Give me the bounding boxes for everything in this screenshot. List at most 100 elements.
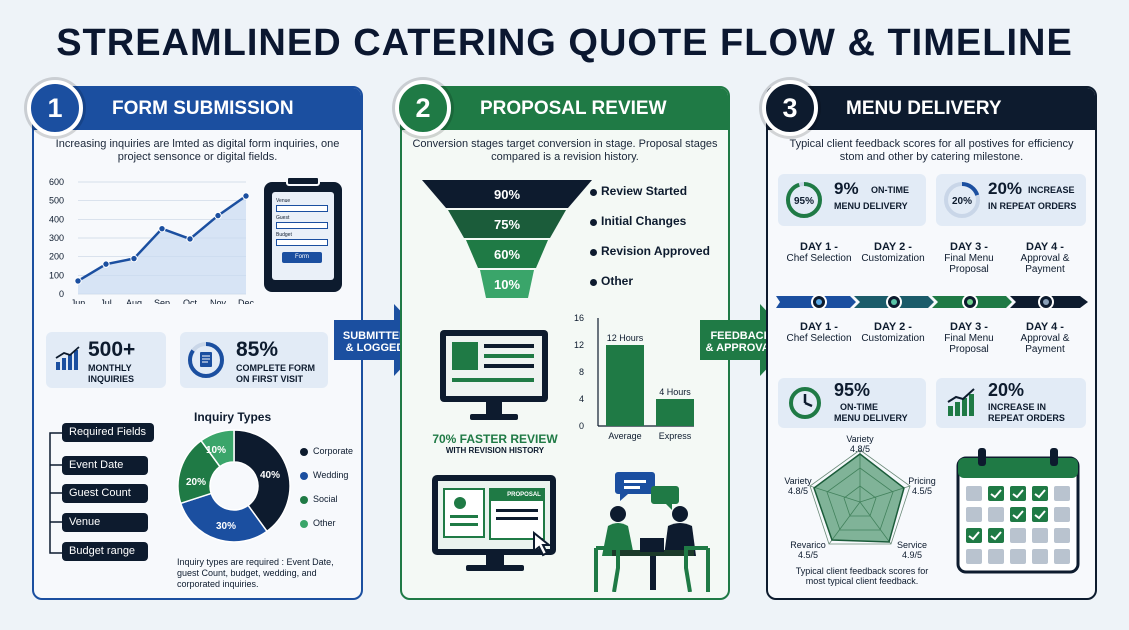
- stat-value: 85%: [236, 338, 279, 361]
- stat-label: INCREASE: [1028, 185, 1075, 195]
- x-tick-label: Average: [608, 431, 641, 441]
- arrow-label: & LOGGED: [345, 342, 405, 354]
- legend-label: Corporate: [313, 446, 354, 456]
- funnel-marker: [590, 249, 597, 256]
- bar-data-label: 4 Hours: [659, 387, 691, 397]
- radar-score: 4.5/5: [912, 486, 932, 496]
- arrow-label: SUBMITTED: [342, 330, 408, 342]
- form-submit-button: Form: [282, 252, 322, 263]
- timeline-step-bottom: DAY 2 -Customization: [861, 321, 925, 345]
- faster-review-sub: WITH REVISION HISTORY: [445, 446, 545, 455]
- stat-value: 95%: [834, 380, 871, 400]
- line-point: [214, 211, 222, 220]
- line-point: [186, 235, 194, 243]
- timeline-step-top: DAY 4 -Approval & Payment: [1020, 241, 1070, 276]
- panel2-header: PROPOSAL REVIEW: [402, 88, 728, 130]
- calendar-cell: [1010, 528, 1026, 543]
- field-guest-count: Guest Count: [62, 484, 148, 503]
- stat-label: IN REPEAT ORDERS: [988, 201, 1077, 211]
- donut-label: 10%: [206, 445, 226, 456]
- progress-ring-icon: 95%: [786, 182, 822, 218]
- funnel-value: 90%: [494, 187, 520, 202]
- chat-bubble-icon: [651, 486, 679, 510]
- stat-label: MONTHLY: [88, 363, 132, 373]
- check-icon: [1012, 510, 1024, 520]
- y-tick-label: 200: [49, 252, 64, 262]
- check-icon: [990, 531, 1002, 541]
- laptop-proposal-illustration: [432, 475, 556, 571]
- timeline-step-top: DAY 1 -Chef Selection: [786, 241, 852, 265]
- timeline-step-bottom: DAY 1 -Chef Selection: [786, 321, 852, 345]
- progress-ring-icon: [188, 342, 224, 378]
- stat-value: 20%: [988, 380, 1025, 400]
- donut-label: 20%: [186, 477, 206, 488]
- radar-area: [813, 453, 905, 543]
- calendar-cell: [1054, 528, 1070, 543]
- timeline-track: [776, 294, 1088, 310]
- y-tick-label: 8: [579, 367, 584, 377]
- step-badge-2: 2: [395, 80, 451, 136]
- form-field-label: Budget: [276, 232, 292, 238]
- form-field-label: Venue: [276, 198, 291, 204]
- bar: [606, 345, 644, 426]
- x-tick-label: Oct: [183, 298, 198, 304]
- timeline-step-top: DAY 2 -Customization: [861, 241, 925, 265]
- bar-data-label: 12 Hours: [607, 333, 644, 343]
- radar-caption: Typical client feedback scores for: [795, 566, 929, 576]
- funnel-value: 60%: [494, 247, 520, 262]
- radar-label: Revarico: [790, 540, 826, 550]
- stat-label: MENU DELIVERY: [834, 413, 908, 423]
- funnel-marker: [590, 189, 597, 196]
- faster-review-title: 70% FASTER REVIEW: [432, 432, 558, 446]
- radar-label: Variety: [784, 476, 812, 486]
- calendar-cell: [966, 528, 982, 543]
- x-tick-label: Nov: [210, 298, 227, 304]
- fields-bracket: [49, 432, 62, 554]
- proposal-tab-label: PROPOSAL: [507, 492, 541, 498]
- clock-icon: [789, 387, 821, 419]
- funnel-label: Revision Approved: [601, 244, 710, 258]
- calendar-cell: [966, 549, 982, 564]
- donut-label: 30%: [216, 521, 236, 532]
- timeline-step-top: DAY 3 -Final Menu Proposal: [944, 241, 994, 276]
- donut-title: Inquiry Types: [194, 410, 272, 424]
- funnel-label: Review Started: [601, 184, 688, 198]
- stat-complete-form: 85% COMPLETE FORM ON FIRST VISIT: [180, 332, 328, 388]
- radar-label: Service: [897, 540, 927, 550]
- x-tick-label: Express: [659, 431, 692, 441]
- y-tick-label: 0: [59, 289, 64, 299]
- panel1-intro: Increasing inquiries are lmted as digita…: [55, 138, 340, 163]
- field-budget-range: Budget range: [62, 542, 148, 561]
- legend-label: Social: [313, 494, 338, 504]
- line-point: [130, 254, 138, 263]
- inquiry-types-donut: 40% 30% 20% 10%: [177, 429, 291, 543]
- monitor-review-illustration: [440, 330, 548, 420]
- legend-swatch: [300, 472, 308, 480]
- stat-label: ON FIRST VISIT: [236, 374, 304, 384]
- legend-swatch: [300, 496, 308, 504]
- x-tick-label: Aug: [126, 298, 142, 304]
- bar: [656, 399, 694, 426]
- y-tick-label: 100: [49, 270, 64, 280]
- stat-label: ON-TIME: [871, 185, 909, 195]
- calendar-cell: [988, 507, 1004, 522]
- calendar-cell: [1010, 549, 1026, 564]
- form-field-label: Guest: [276, 215, 290, 221]
- check-icon: [990, 489, 1002, 499]
- client-meeting-illustration: [594, 472, 710, 592]
- panel3-intro: Typical client feedback scores for all p…: [789, 138, 1074, 163]
- stat-value: 500+: [88, 338, 136, 361]
- line-point: [74, 277, 82, 285]
- growth-chart-icon: [947, 388, 975, 416]
- calendar-cell: [1054, 507, 1070, 522]
- funnel-marker: [590, 219, 597, 226]
- stat-label: ON-TIME: [840, 402, 878, 412]
- x-tick-label: Jul: [100, 298, 112, 304]
- radar-label: Pricing: [908, 476, 936, 486]
- radar-score: 4.8/5: [850, 444, 870, 454]
- line-point: [102, 260, 110, 268]
- radar-score: 4.8/5: [788, 486, 808, 496]
- legend-swatch: [300, 448, 308, 456]
